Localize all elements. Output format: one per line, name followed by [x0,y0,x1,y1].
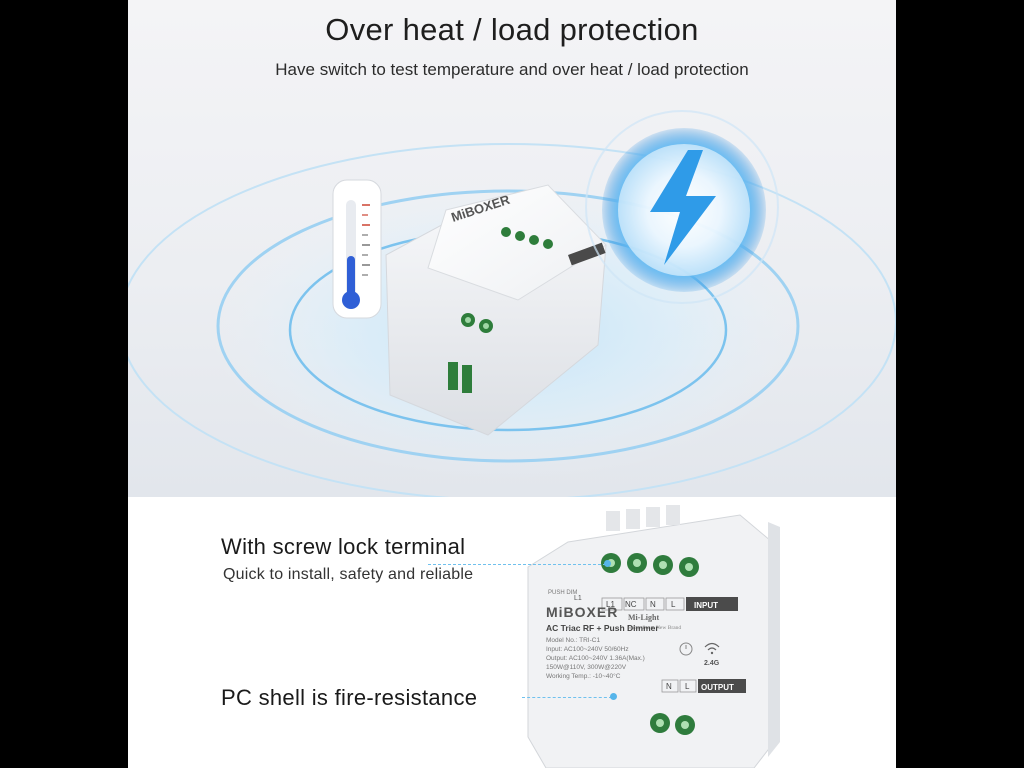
module-front-view: PUSH DIM L1 L1 NC N L INPUT MiBOXER Mi-L… [527,505,780,768]
thermometer-icon [332,179,382,319]
push-dim-label: PUSH DIM [548,590,577,596]
page-subtitle: Have switch to test temperature and over… [275,60,749,79]
power-spec: 150W@110V, 300W@220V [546,664,627,671]
input-terminal-labels: L1 NC N L INPUT [601,597,738,611]
output-n-label: N [666,682,672,691]
page-title: Over heat / load protection [325,12,699,47]
screw-terminal-leader-line [428,564,606,565]
input-label: INPUT [694,601,718,610]
sub-brand: Mi-Light [628,613,659,622]
terminal-l-label: L [671,600,676,609]
terminal-nc-label: NC [625,600,637,609]
shell-leader-dot [610,693,617,700]
product-name: AC Triac RF + Push Dimmer [546,623,659,633]
protection-ring-mid [216,189,800,463]
terminal-n-label: N [650,600,656,609]
terminal-features-panel: PUSH DIM L1 L1 NC N L INPUT MiBOXER Mi-L… [128,497,896,768]
feature-screw-lock-title: With screw lock terminal [221,534,466,559]
working-temp: Working Temp.: -10~40°C [546,672,621,680]
protection-ring-outer [128,143,896,497]
protection-scene: MiBOXER [128,110,896,497]
feature-screw-lock-subtitle: Quick to install, safety and reliable [223,566,474,583]
screw-terminal-leader-dot [604,560,611,567]
rf-label: 2.4G [704,660,720,667]
input-spec: Input: AC100~240V 50/60Hz [546,646,629,653]
dimmer-module-front [527,505,780,768]
output-terminal-labels: N L OUTPUT [661,679,746,693]
timer-icon [679,642,693,656]
model-number: Model No.: TRI-C1 [546,637,600,644]
lightning-icon [585,110,779,304]
output-spec: Output: AC100~240V 1.36A(Max.) [546,655,645,662]
shell-leader-line [522,697,612,698]
output-label: OUTPUT [701,683,734,692]
output-l-label: L [685,682,690,691]
sub-brand-tagline: Subordinate New Brand [628,625,681,631]
terminal-l1-label: L1 [606,600,615,609]
overheat-protection-panel: MiBOXER [128,0,896,497]
module-brand: MiBOXER [546,604,618,620]
wifi-icon [704,642,720,655]
l1-label: L1 [574,595,582,602]
feature-fire-resistance-title: PC shell is fire-resistance [221,685,478,710]
